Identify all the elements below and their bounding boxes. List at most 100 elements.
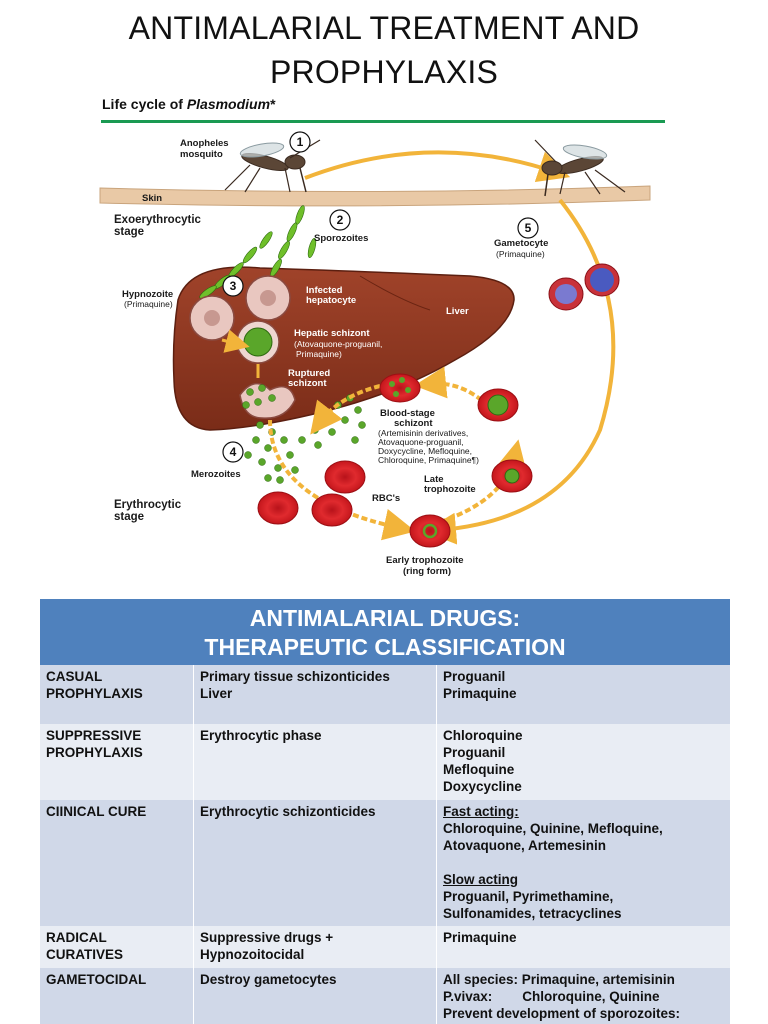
sporozoites-cluster (199, 205, 317, 299)
label-late-trophozoite-1: Late (424, 474, 444, 485)
late-trophozoite-parasite (504, 468, 520, 484)
category-line: PROPHYLAXIS (46, 686, 143, 701)
hepatic-arrow (221, 329, 250, 353)
table-row-radical-curatives: RADICAL CURATIVES Suppressive drugs + Hy… (40, 926, 730, 968)
label-skin: Skin (142, 193, 162, 204)
step-3-label: 3 (230, 279, 237, 293)
category-line: CIINICAL CURE (46, 804, 147, 819)
gametocyte-parasite-2 (590, 268, 614, 292)
step-markers (222, 131, 539, 463)
drug-line: Primaquine (443, 930, 517, 945)
label-blood-stage-drug-4: Chloroquine, Primaquine¶) (378, 455, 479, 465)
label-blood-stage-schizont-1: Blood-stage (380, 408, 435, 419)
label-ruptured-schizont-2: schizont (288, 378, 327, 389)
label-erythrocytic-stage-2: stage (114, 511, 144, 523)
ring-form (422, 523, 438, 539)
label-erythrocytic-stage-1: Erythrocytic (114, 499, 182, 511)
description-line: Suppressive drugs + (200, 930, 334, 945)
table-cell-category: RADICAL CURATIVES (40, 926, 193, 968)
fast-acting-heading: Fast acting: (443, 804, 519, 819)
skin-band (99, 185, 651, 207)
infected-hepatocyte-nucleus (260, 290, 276, 306)
description-line: Liver (200, 686, 233, 701)
category-line: SUPPRESSIVE (46, 728, 142, 743)
table-cell-drugs: Chloroquine Proguanil Mefloquine Doxycyc… (436, 724, 730, 800)
table-cell-category: GAMETOCIDAL (40, 968, 193, 1024)
label-exo-stage-2: stage (114, 226, 144, 238)
label-blood-stage-drug-3: Doxycycline, Mefloquine, (378, 446, 472, 456)
figure-title-italic: Plasmodium (186, 96, 271, 112)
label-infected-hepatocyte-2: hepatocyte (306, 295, 356, 306)
table-cell-description: Suppressive drugs + Hypnozoitocidal (193, 926, 436, 968)
step-1-label: 1 (297, 135, 304, 149)
label-mosquito-2: mosquito (180, 149, 223, 160)
cycle-arrow-top (304, 150, 571, 183)
label-blood-stage-schizont-2: schizont (394, 418, 433, 429)
liver-fold (359, 275, 431, 311)
drug-line: Sulfonamides, tetracyclines (443, 906, 622, 921)
label-gametocyte: Gametocyte (494, 238, 548, 249)
drug-line: Mefloquine (443, 762, 515, 777)
description-line: Erythrocytic phase (200, 728, 322, 743)
label-blood-stage-drug-2: Atovaquone-proguanil, (378, 437, 464, 447)
table-cell-description: Erythrocytic phase (193, 724, 436, 800)
description-line: Destroy gametocytes (200, 972, 337, 987)
label-early-trophozoite-1: Early trophozoite (386, 555, 464, 566)
label-hypnozoite: Hypnozoite (122, 289, 173, 300)
step-5-label: 5 (525, 221, 532, 235)
label-late-trophozoite-2: trophozoite (424, 484, 476, 495)
label-sporozoites: Sporozoites (314, 233, 368, 244)
figure-divider (101, 120, 665, 123)
rupturing-rbc (379, 373, 421, 403)
drug-line: Chloroquine, Quinine, Mefloquine, (443, 821, 663, 836)
label-hepatic-schizont-drug-2: Primaquine) (296, 349, 342, 359)
plasmodium-lifecycle-diagram: 1 2 3 4 5 Anopheles mosquito Skin Exoery… (99, 131, 651, 577)
drug-line: Proguanil (443, 745, 506, 760)
drug-line: All species: Primaquine, artemisinin (443, 972, 675, 987)
label-liver: Liver (446, 306, 469, 317)
drug-line: Proguanil (443, 669, 506, 684)
drug-line: P.vivax: Chloroquine, Quinine (443, 989, 660, 1004)
table-row-suppressive-prophylaxis: SUPPRESSIVE PROPHYLAXIS Erythrocytic pha… (40, 724, 730, 800)
table-cell-drugs: Fast acting: Chloroquine, Quinine, Meflo… (436, 800, 730, 926)
table-header: ANTIMALARIAL DRUGS: THERAPEUTIC CLASSIFI… (40, 599, 730, 665)
slow-acting-heading: Slow acting (443, 872, 519, 887)
label-gametocyte-drug: (Primaquine) (496, 249, 545, 259)
hypnozoite-nucleus (204, 310, 220, 326)
label-hepatic-schizont: Hepatic schizont (294, 328, 370, 339)
drug-line: Chloroquine (443, 728, 523, 743)
page-title: ANTIMALARIAL TREATMENT AND PROPHYLAXIS (0, 6, 768, 94)
drug-line: Doxycycline (443, 779, 522, 794)
step-4-label: 4 (230, 445, 237, 459)
page-title-line-1: ANTIMALARIAL TREATMENT AND (128, 10, 640, 46)
mosquito-right-icon (534, 139, 626, 197)
early-trophozoite-cell (409, 514, 451, 548)
rupturing-merozoites (389, 377, 411, 397)
figure-title-suffix: * (270, 96, 276, 112)
table-cell-category: SUPPRESSIVE PROPHYLAXIS (40, 724, 193, 800)
table-cell-description: Erythrocytic schizonticides (193, 800, 436, 926)
category-line: CASUAL (46, 669, 103, 684)
label-blood-stage-drug-1: (Artemisinin derivatives, (378, 428, 468, 438)
gametocyte-parasite-1 (555, 284, 577, 304)
table-row-casual-prophylaxis: CASUAL PROPHYLAXIS Primary tissue schizo… (40, 665, 730, 724)
category-line: CURATIVES (46, 947, 124, 962)
merozoite-dots (242, 384, 366, 484)
drug-line: Primaquine (443, 686, 517, 701)
table-cell-category: CIINICAL CURE (40, 800, 193, 926)
drug-line: Prevent development of sporozoites: (443, 1006, 681, 1021)
blood-schizont-parasite (487, 394, 509, 416)
label-early-trophozoite-2: (ring form) (403, 566, 451, 577)
drug-line: Atovaquone, Artemesinin (443, 838, 607, 853)
hepatic-schizont-core (243, 327, 273, 357)
category-line: RADICAL (46, 930, 107, 945)
table-cell-category: CASUAL PROPHYLAXIS (40, 665, 193, 724)
page-title-line-2: PROPHYLAXIS (269, 54, 499, 90)
table-cell-description: Primary tissue schizonticides Liver (193, 665, 436, 724)
table-header-line-1: ANTIMALARIAL DRUGS: (249, 605, 521, 631)
table-row-gametocidal: GAMETOCIDAL Destroy gametocytes All spec… (40, 968, 730, 1024)
label-hepatic-schizont-drug-1: (Atovaquone-proguanil, (294, 339, 382, 349)
drug-line: Proguanil, Pyrimethamine, (443, 889, 614, 904)
table-header-line-2: THERAPEUTIC CLASSIFICATION (204, 634, 566, 660)
label-mosquito-1: Anopheles (180, 138, 229, 149)
